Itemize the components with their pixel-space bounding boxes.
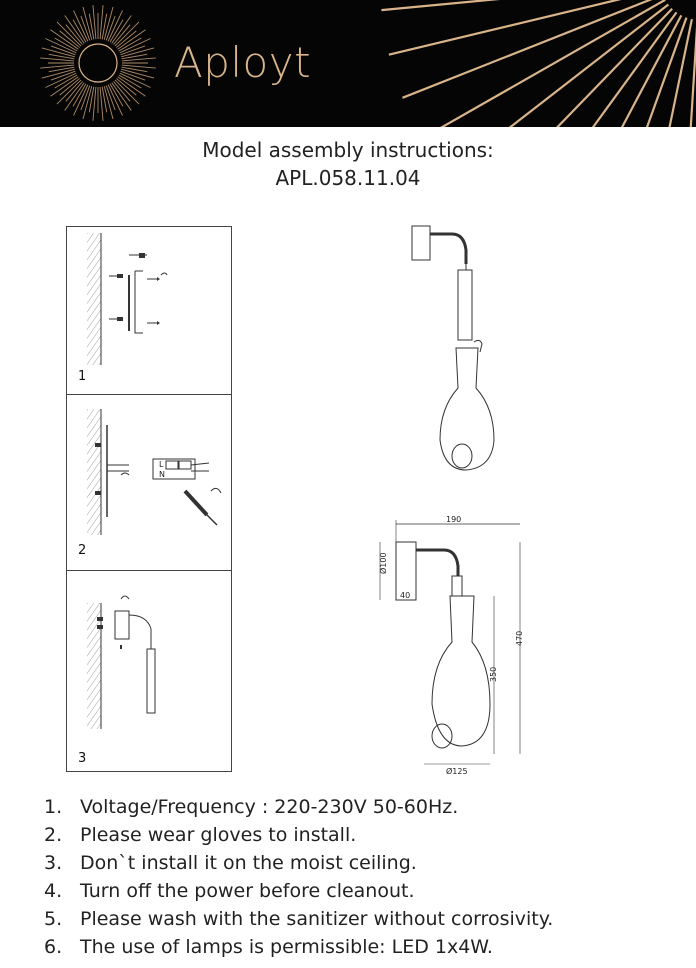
page-title: Model assembly instructions: xyxy=(202,138,494,162)
brand-logo: Aployt xyxy=(174,38,312,87)
step-1-drawing xyxy=(87,233,168,365)
step-3-drawing xyxy=(87,595,156,729)
lamp-illustration xyxy=(411,225,495,471)
list-item: 3.Don`t install it on the moist ceiling. xyxy=(44,852,417,874)
assembly-steps: 1 L N 2 xyxy=(66,226,232,772)
list-item: 4.Turn off the power before cleanout. xyxy=(44,880,415,902)
list-item: 5.Please wash with the sanitizer without… xyxy=(44,908,554,930)
list-item: 1.Voltage/Frequency : 220-230V 50-60Hz. xyxy=(44,796,459,818)
dimension-drawing: 190 Ø100 40 470 350 Ø125 xyxy=(378,515,524,776)
dim-canopy-depth: 40 xyxy=(400,591,410,600)
terminal-n-label: N xyxy=(159,470,165,479)
step-panel-2: L N 2 xyxy=(67,395,231,571)
notes-list: 1.Voltage/Frequency : 220-230V 50-60Hz. … xyxy=(44,793,553,961)
list-item: 2.Please wear gloves to install. xyxy=(44,824,357,846)
list-item: 6.The use of lamps is permissible: LED 1… xyxy=(44,936,493,958)
sunburst-decoration xyxy=(40,0,696,127)
dim-shade-height: 350 xyxy=(489,667,498,682)
dim-shade-diameter: Ø125 xyxy=(446,766,468,776)
dim-total-height: 470 xyxy=(515,631,524,646)
step-number: 2 xyxy=(78,543,87,558)
dim-canopy-diameter: Ø100 xyxy=(378,552,388,574)
model-code: APL.058.11.04 xyxy=(275,166,421,190)
step-panel-3: 3 xyxy=(67,571,231,773)
terminal-l-label: L xyxy=(159,460,164,469)
dim-width: 190 xyxy=(446,515,461,524)
step-number: 3 xyxy=(78,751,87,766)
step-2-drawing: L N xyxy=(87,409,222,535)
step-number: 1 xyxy=(78,369,87,384)
step-panel-1: 1 xyxy=(67,227,231,395)
header-banner: Aployt xyxy=(0,0,696,127)
